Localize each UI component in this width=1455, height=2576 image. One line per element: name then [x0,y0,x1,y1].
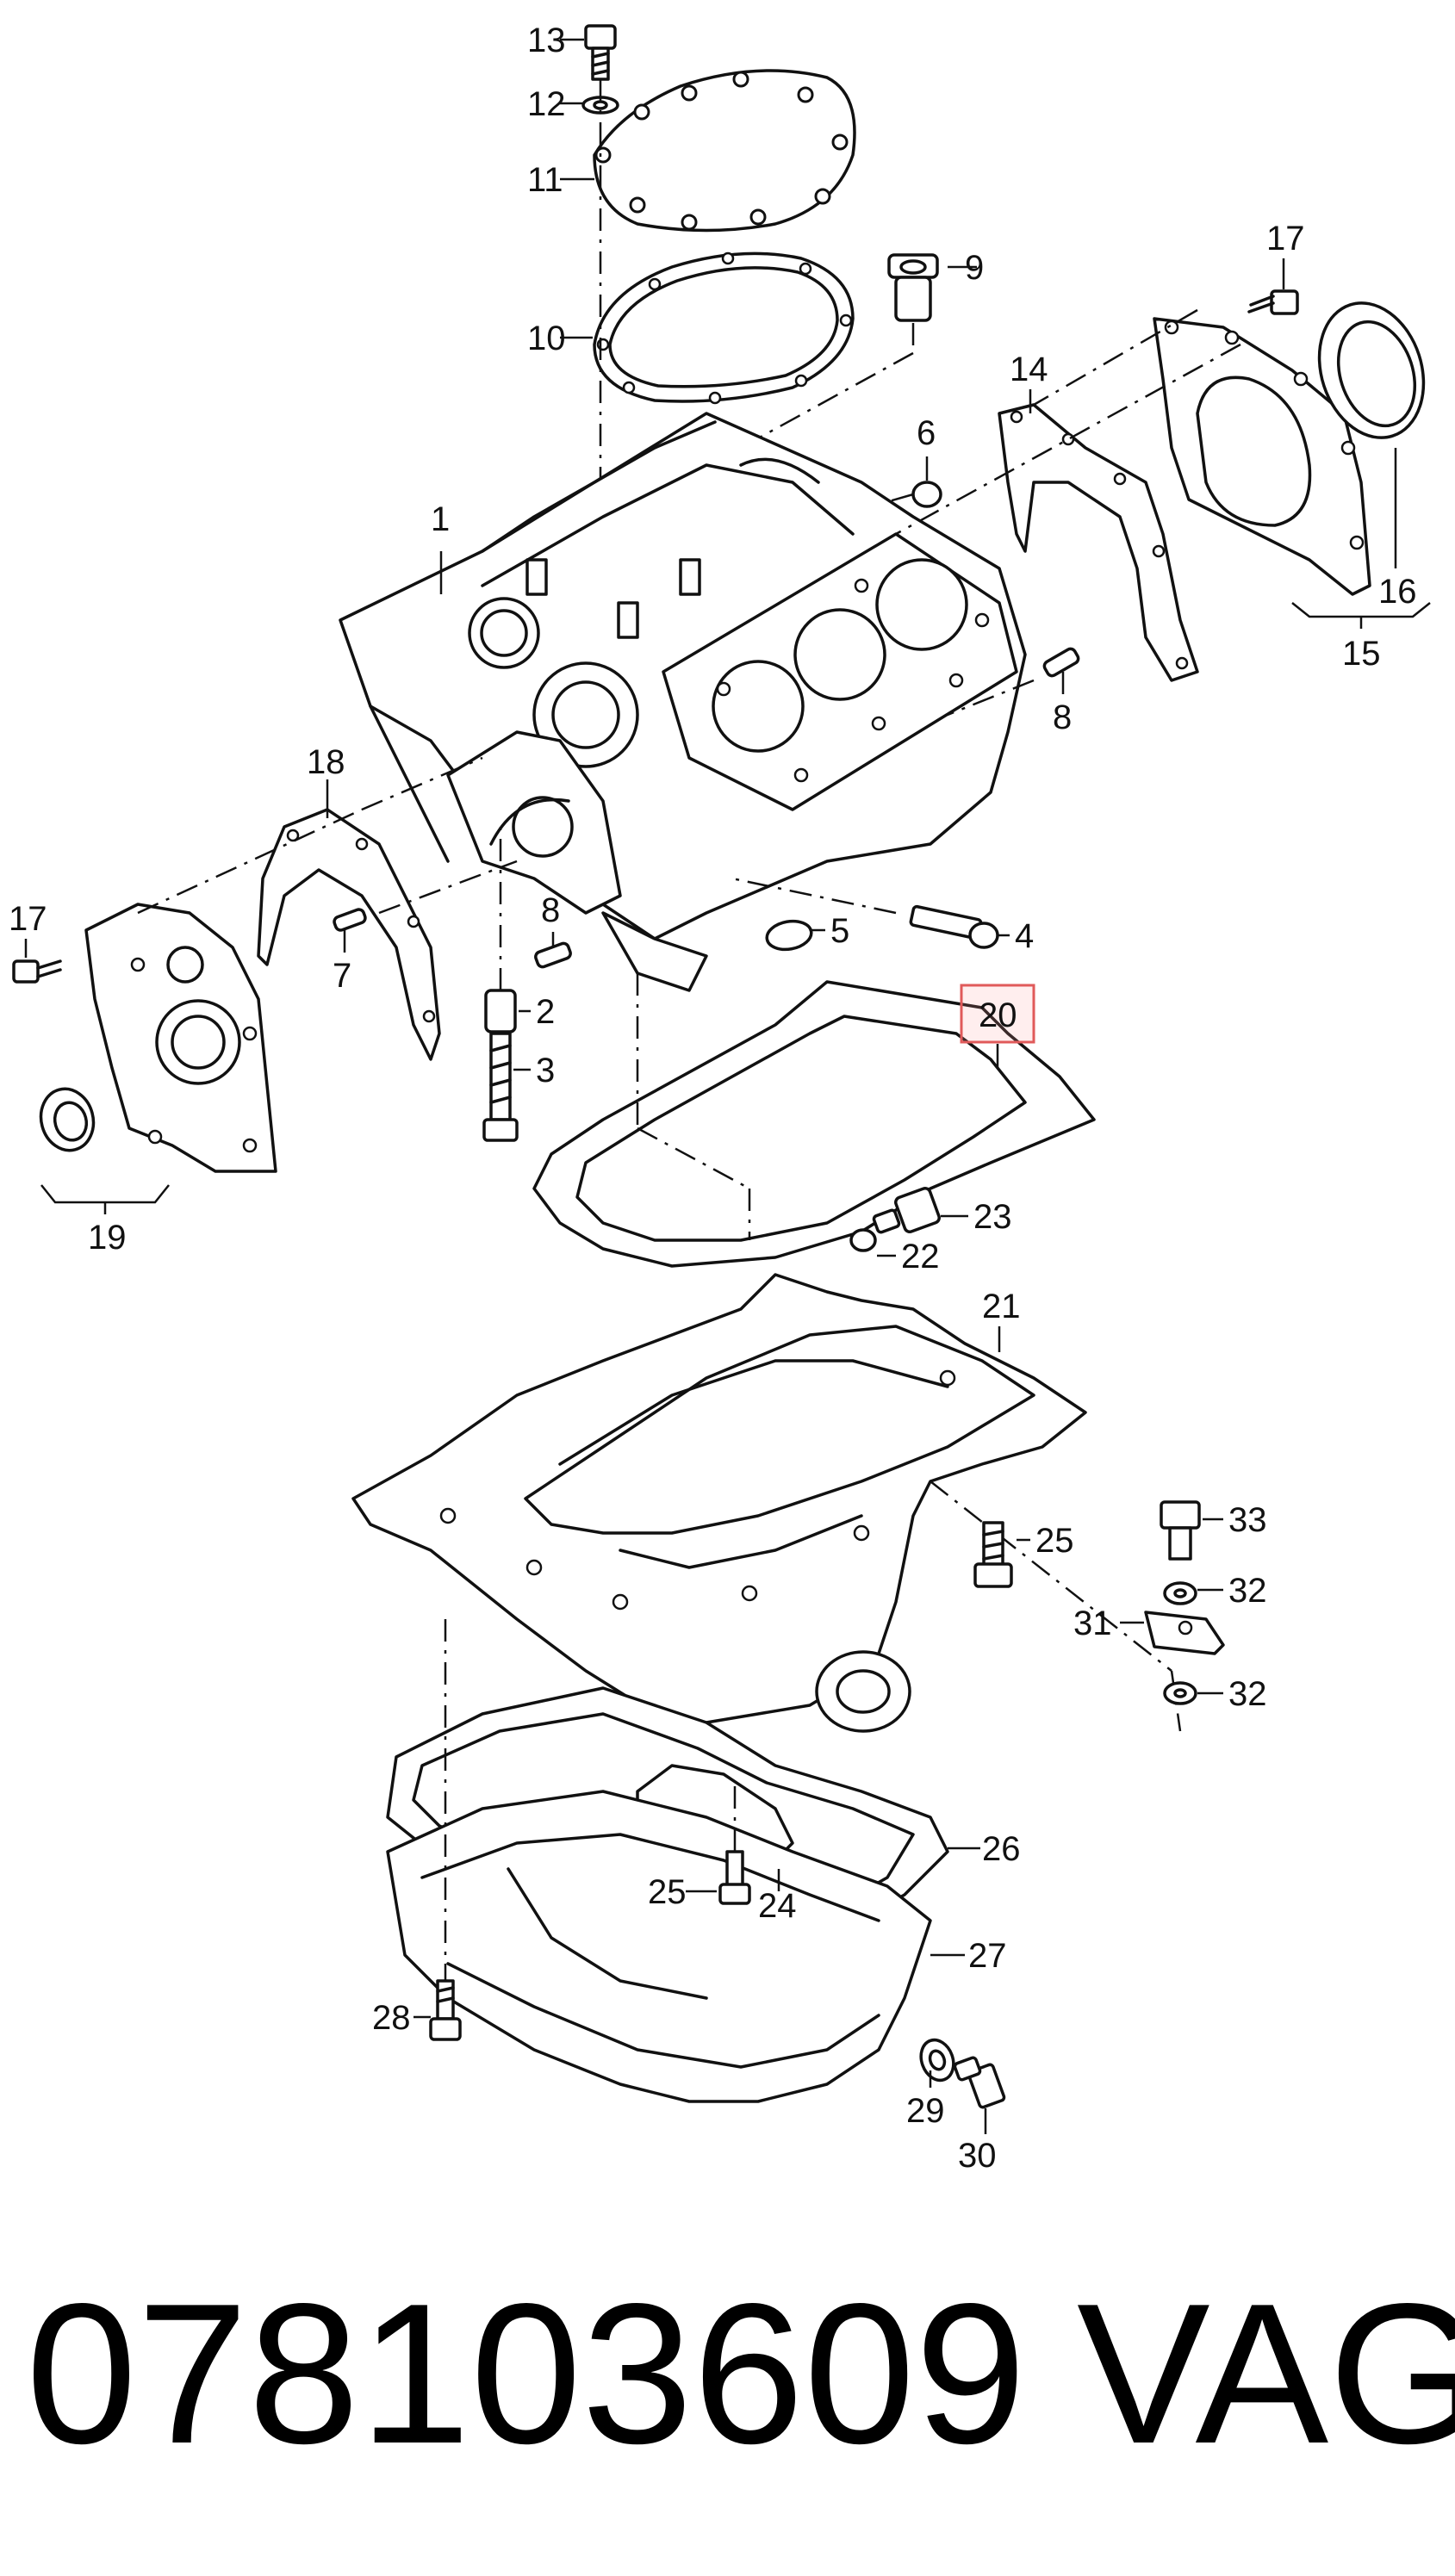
dowel-8-left [534,941,572,969]
callout-32-lower: 32 [1228,1675,1267,1713]
callout-33: 33 [1228,1501,1267,1539]
bolt-25-upper [973,1521,1013,1588]
breather-9 [887,253,939,322]
callout-7: 7 [333,957,351,995]
seal-19 [39,1087,96,1152]
callout-20: 20 [979,996,1017,1034]
callout-5: 5 [830,912,849,950]
highlight-box-20 [960,984,1035,1044]
callout-9: 9 [965,249,984,287]
oil-pan-gasket-20 [532,980,1096,1268]
washer-32-lower [1163,1681,1197,1705]
callout-28: 28 [372,1999,411,2037]
callout-17-rear: 17 [1266,220,1305,258]
bolt-33 [1160,1500,1201,1561]
seal-16 [1317,301,1426,439]
callout-17-front: 17 [9,900,47,938]
footer: 078103609 VAG [26,2263,1455,2486]
callout-32-upper: 32 [1228,1572,1267,1610]
cover-19 [84,903,277,1173]
callout-3: 3 [536,1052,555,1089]
callout-12: 12 [527,85,566,123]
washer-32-upper [1163,1581,1197,1605]
engine-block-1 [339,412,1027,992]
callout-22: 22 [901,1238,940,1276]
part-number: 078103609 [26,2263,1026,2486]
plug-6 [911,481,942,508]
bolt-3 [482,1032,519,1142]
callout-19: 19 [88,1219,127,1257]
callout-14: 14 [1010,351,1048,388]
bolt-4 [909,904,999,949]
callout-18: 18 [307,743,345,781]
callout-15: 15 [1342,635,1381,673]
bolt-13 [584,24,617,81]
callout-13: 13 [527,22,566,59]
dowel-7 [333,908,367,932]
callout-10: 10 [527,320,566,357]
callout-6: 6 [917,414,936,452]
oil-pan-27 [386,1790,932,2103]
flange-15 [1153,317,1371,596]
callout-24: 24 [758,1887,797,1925]
gasket-14 [998,403,1199,682]
dowel-8-right [1042,647,1080,678]
gasket-10 [593,251,855,405]
callout-23: 23 [973,1198,1012,1236]
plug-23 [872,1187,941,1234]
callout-11: 11 [527,161,563,199]
callout-31: 31 [1073,1605,1112,1642]
plug-30 [953,2056,1006,2109]
callout-26: 26 [982,1830,1021,1868]
bush-5 [765,919,813,952]
callout-4: 4 [1015,917,1034,955]
gasket-18 [257,808,441,1061]
sleeve-2 [484,989,517,1034]
bolt-17-rear [1247,289,1299,315]
callout-16: 16 [1378,573,1417,611]
leader-lines [24,38,1431,2134]
callout-27: 27 [968,1937,1007,1975]
brand-name: VAG [1077,2263,1455,2486]
washer-29 [919,2038,955,2083]
callout-8-right: 8 [1053,698,1072,736]
callout-1: 1 [431,500,450,538]
washer-22 [849,1228,877,1252]
banjo-31 [1144,1611,1225,1655]
callout-2: 2 [536,993,555,1031]
callout-25-upper: 25 [1035,1522,1074,1560]
callout-25-lower: 25 [648,1873,687,1911]
upper-oil-pan-21 [351,1273,1087,1733]
callout-21: 21 [982,1288,1021,1325]
bolt-28 [429,1979,462,2041]
callout-29: 29 [906,2092,945,2130]
cover-11 [593,69,856,233]
callout-30: 30 [958,2137,997,2175]
callout-8-left: 8 [541,891,560,929]
callout-labels: 13 12 11 10 9 6 1 14 17 16 15 8 18 17 7 … [9,22,1417,2175]
bolt-17-front [12,959,62,984]
